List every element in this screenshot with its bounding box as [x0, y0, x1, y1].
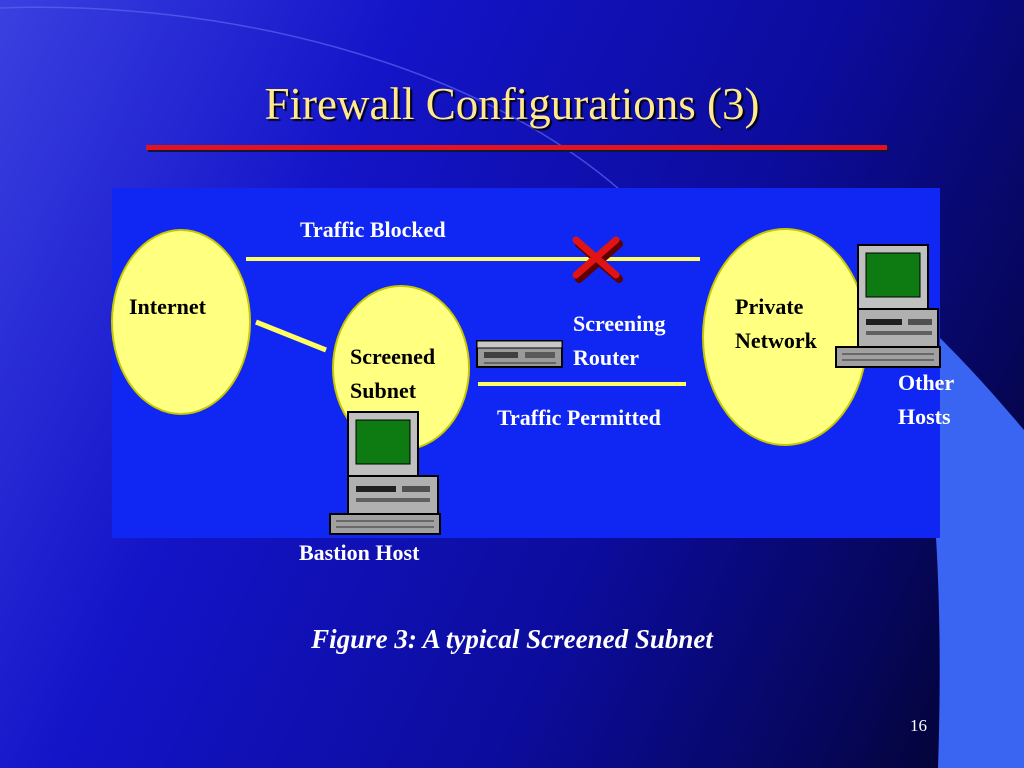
screening-router-label-line2: Router — [573, 345, 639, 370]
private-network-label-line1: Private — [735, 294, 804, 319]
traffic-blocked-label: Traffic Blocked — [300, 217, 446, 242]
private-network-label-line2: Network — [735, 328, 817, 353]
computer-icon — [835, 244, 941, 368]
title-underline — [146, 145, 887, 150]
computer-icon — [329, 411, 441, 535]
page-number: 16 — [910, 716, 927, 735]
internet-label: Internet — [129, 294, 206, 319]
screened-subnet-label-line1: Screened — [350, 344, 436, 369]
screened-subnet-label-line2: Subnet — [350, 378, 417, 403]
background-swoosh-top — [0, 6, 621, 191]
blocked-x-icon — [572, 236, 623, 283]
internet-node — [111, 229, 251, 415]
slide-title: Firewall Configurations (3) — [264, 79, 760, 129]
traffic-permitted-label: Traffic Permitted — [497, 405, 661, 430]
other-hosts-label-line1: Other — [898, 370, 955, 395]
figure-caption: Figure 3: A typical Screened Subnet — [311, 624, 713, 654]
bastion-host-label: Bastion Host — [299, 540, 420, 565]
internet-to-subnet-line — [255, 319, 327, 353]
screening-router-label-line1: Screening — [573, 311, 666, 336]
router-icon — [476, 340, 563, 368]
other-hosts-label-line2: Hosts — [898, 404, 951, 429]
